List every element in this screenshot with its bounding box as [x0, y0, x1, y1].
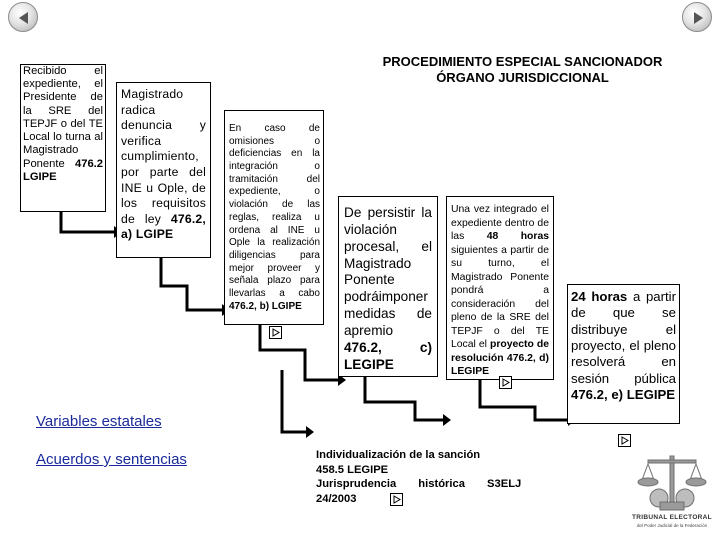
step-3-play-button[interactable] [269, 326, 282, 339]
step-3-text: En caso de omisiones o deficiencias en l… [229, 123, 320, 299]
play-action-icon [272, 328, 280, 337]
step-1-ref: 476.2 LGIPE [23, 157, 103, 183]
step-5-text-a: Una vez integrado el expediente dentro d… [451, 204, 549, 243]
final-step-line-4: 24/2003 [316, 492, 357, 505]
title-line-2: ÓRGANO JURISDICCIONAL [436, 70, 609, 86]
step-6-text: a partir de que se distribuye el proyect… [571, 289, 676, 386]
previous-slide-icon [19, 12, 28, 24]
final-step-line-2: 458.5 LEGIPE [316, 463, 389, 476]
connector-3-4 [258, 325, 338, 382]
step-5-play-button[interactable] [499, 376, 512, 389]
next-slide-icon [694, 12, 703, 24]
next-slide-button[interactable] [682, 2, 712, 32]
tribunal-electoral-logo: TRIBUNAL ELECTORAL del Poder Judicial de… [630, 450, 714, 536]
arrowhead-4 [338, 374, 346, 386]
step-6-bold-a: 24 horas [571, 289, 628, 304]
step-1-box: Recibido el expediente, el Presidente de… [20, 64, 106, 212]
scales-of-justice-icon [637, 455, 707, 511]
connector-2-3 [159, 258, 222, 312]
final-step-play-button[interactable] [390, 493, 403, 506]
logo-line-1: TRIBUNAL ELECTORAL [632, 514, 712, 521]
step-4-ref: 476.2, c) LEGIPE [344, 339, 432, 372]
connector-3-final [280, 370, 306, 434]
variables-estatales-link[interactable]: Variables estatales [36, 413, 162, 430]
play-action-icon [502, 378, 510, 387]
step-4-text: De persistir la violación procesal, el M… [344, 205, 432, 338]
page-title: PROCEDIMIENTO ESPECIAL SANCIONADOR ÓRGAN… [355, 54, 690, 87]
previous-slide-button[interactable] [8, 2, 38, 32]
step-6-ref: 476.2, e) LEGIPE [571, 387, 676, 403]
play-action-icon [621, 436, 629, 445]
step-5-text-b: siguientes a partir de su turno, el Magi… [451, 244, 549, 351]
arrowhead-final [306, 426, 314, 438]
step-2-text: Magistrado radica denuncia y verifica cu… [121, 87, 206, 226]
step-5-bold-b: proyecto de resolución [451, 339, 549, 364]
final-step-line-1: Individualización de la sanción [316, 449, 481, 461]
connector-5-6 [478, 380, 568, 422]
final-step-text: Individualización de la sanción 458.5 LE… [316, 448, 546, 506]
step-3-ref: 476.2, b) LGIPE [229, 300, 302, 312]
play-action-icon [393, 495, 401, 504]
step-4-box: De persistir la violación procesal, el M… [338, 196, 438, 377]
step-5-bold-a: 48 horas [486, 231, 549, 243]
step-3-box: En caso de omisiones o deficiencias en l… [224, 110, 324, 325]
acuerdos-sentencias-link[interactable]: Acuerdos y sentencias [36, 451, 187, 468]
title-line-1: PROCEDIMIENTO ESPECIAL SANCIONADOR [382, 54, 663, 69]
connector-4-5 [363, 377, 443, 422]
step-2-ref: 476.2, a) LGIPE [121, 211, 206, 242]
step-1-text: Recibido el expediente, el Presidente de… [23, 65, 103, 170]
step-6-box: 24 horas a partir de que se distribuye e… [567, 284, 680, 424]
step-6-play-button[interactable] [618, 434, 631, 447]
connector-1-2 [59, 212, 114, 234]
logo-line-2: del Poder Judicial de la Federación [636, 523, 708, 528]
step-5-box: Una vez integrado el expediente dentro d… [446, 196, 554, 380]
step-5-ref: 476.2, d) LEGIPE [451, 352, 549, 378]
arrowhead-5 [443, 414, 451, 426]
step-2-box: Magistrado radica denuncia y verifica cu… [116, 82, 211, 258]
final-step-line-3: Jurisprudencia histórica S3ELJ [316, 478, 522, 491]
